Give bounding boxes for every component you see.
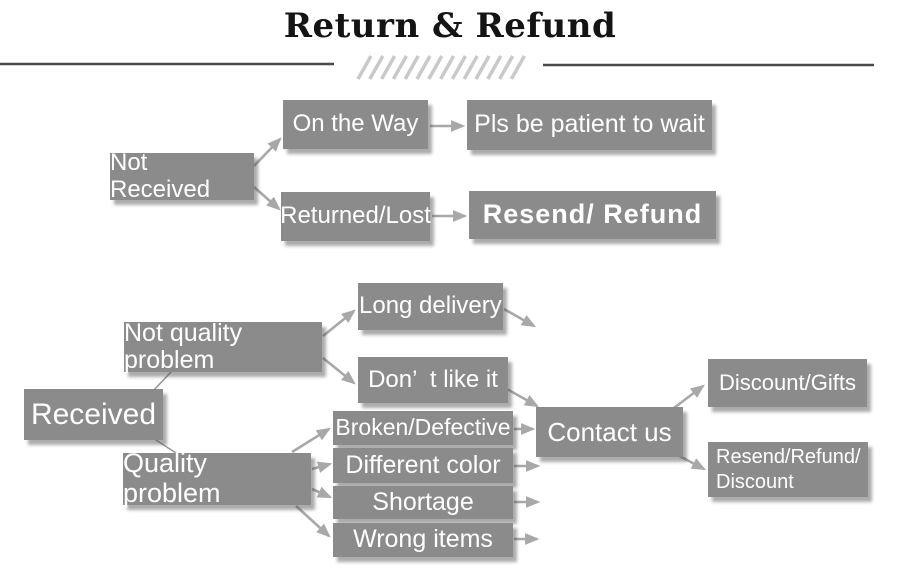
slash-hatch-mark — [380, 55, 397, 80]
connector-not-quality-problem-to-dont-like-it — [322, 356, 356, 385]
connector-not-quality-problem-to-long-delivery — [322, 309, 356, 338]
node-pls-be-patient-to-wait: Pls be patient to wait — [467, 100, 712, 150]
connector-long-delivery-out — [503, 307, 537, 328]
connector-quality-problem-to-different-color — [311, 461, 333, 473]
connector-dont-like-it-to-contact-us — [506, 387, 540, 408]
page-title: Return & Refund — [283, 6, 617, 46]
slash-hatch-mark — [509, 55, 526, 80]
slash-hatch-mark — [439, 55, 456, 80]
node-on-the-way: On the Way — [283, 100, 428, 149]
node-shortage: Shortage — [333, 486, 513, 519]
node-discount-gifts: Discount/Gifts — [708, 359, 867, 407]
node-broken-defective: Broken/Defective — [333, 411, 513, 445]
node-resend-refund: Resend/ Refund — [469, 191, 716, 239]
node-resend-refund-discount: Resend/Refund/ Discount — [708, 442, 868, 497]
slash-hatch-mark — [450, 55, 467, 80]
slash-hatch-mark — [427, 55, 444, 80]
slash-hatch-mark — [474, 55, 491, 80]
slash-hatch-mark — [486, 55, 503, 80]
connector-quality-problem-to-shortage — [311, 486, 333, 499]
slash-hatch-mark — [415, 55, 432, 80]
slash-hatch-mark — [391, 55, 408, 80]
node-not-received: Not Received — [110, 149, 254, 202]
node-not-quality-problem: Not quality problem — [124, 319, 322, 374]
node-long-delivery: Long delivery — [358, 283, 503, 330]
node-received: Received — [24, 389, 163, 440]
node-different-color: Different color — [333, 448, 513, 483]
node-quality-problem: Quality problem — [123, 448, 311, 508]
slash-hatch-mark — [498, 55, 515, 80]
node-wrong-items: Wrong items — [333, 523, 513, 557]
connector-not-received-to-on-the-way — [253, 137, 282, 167]
slash-hatch-mark — [403, 55, 420, 80]
slash-hatch-mark — [368, 55, 385, 80]
slash-hatch-mark — [356, 55, 373, 80]
node-dont-like-it: Don’ t like it — [358, 357, 508, 403]
connector-not-received-to-returned-lost — [253, 186, 281, 211]
node-contact-us: Contact us — [536, 407, 683, 457]
connector-quality-problem-to-wrong-items — [295, 505, 331, 538]
node-returned-lost: Returned/Lost — [280, 192, 431, 241]
slash-hatch-mark — [462, 55, 479, 80]
